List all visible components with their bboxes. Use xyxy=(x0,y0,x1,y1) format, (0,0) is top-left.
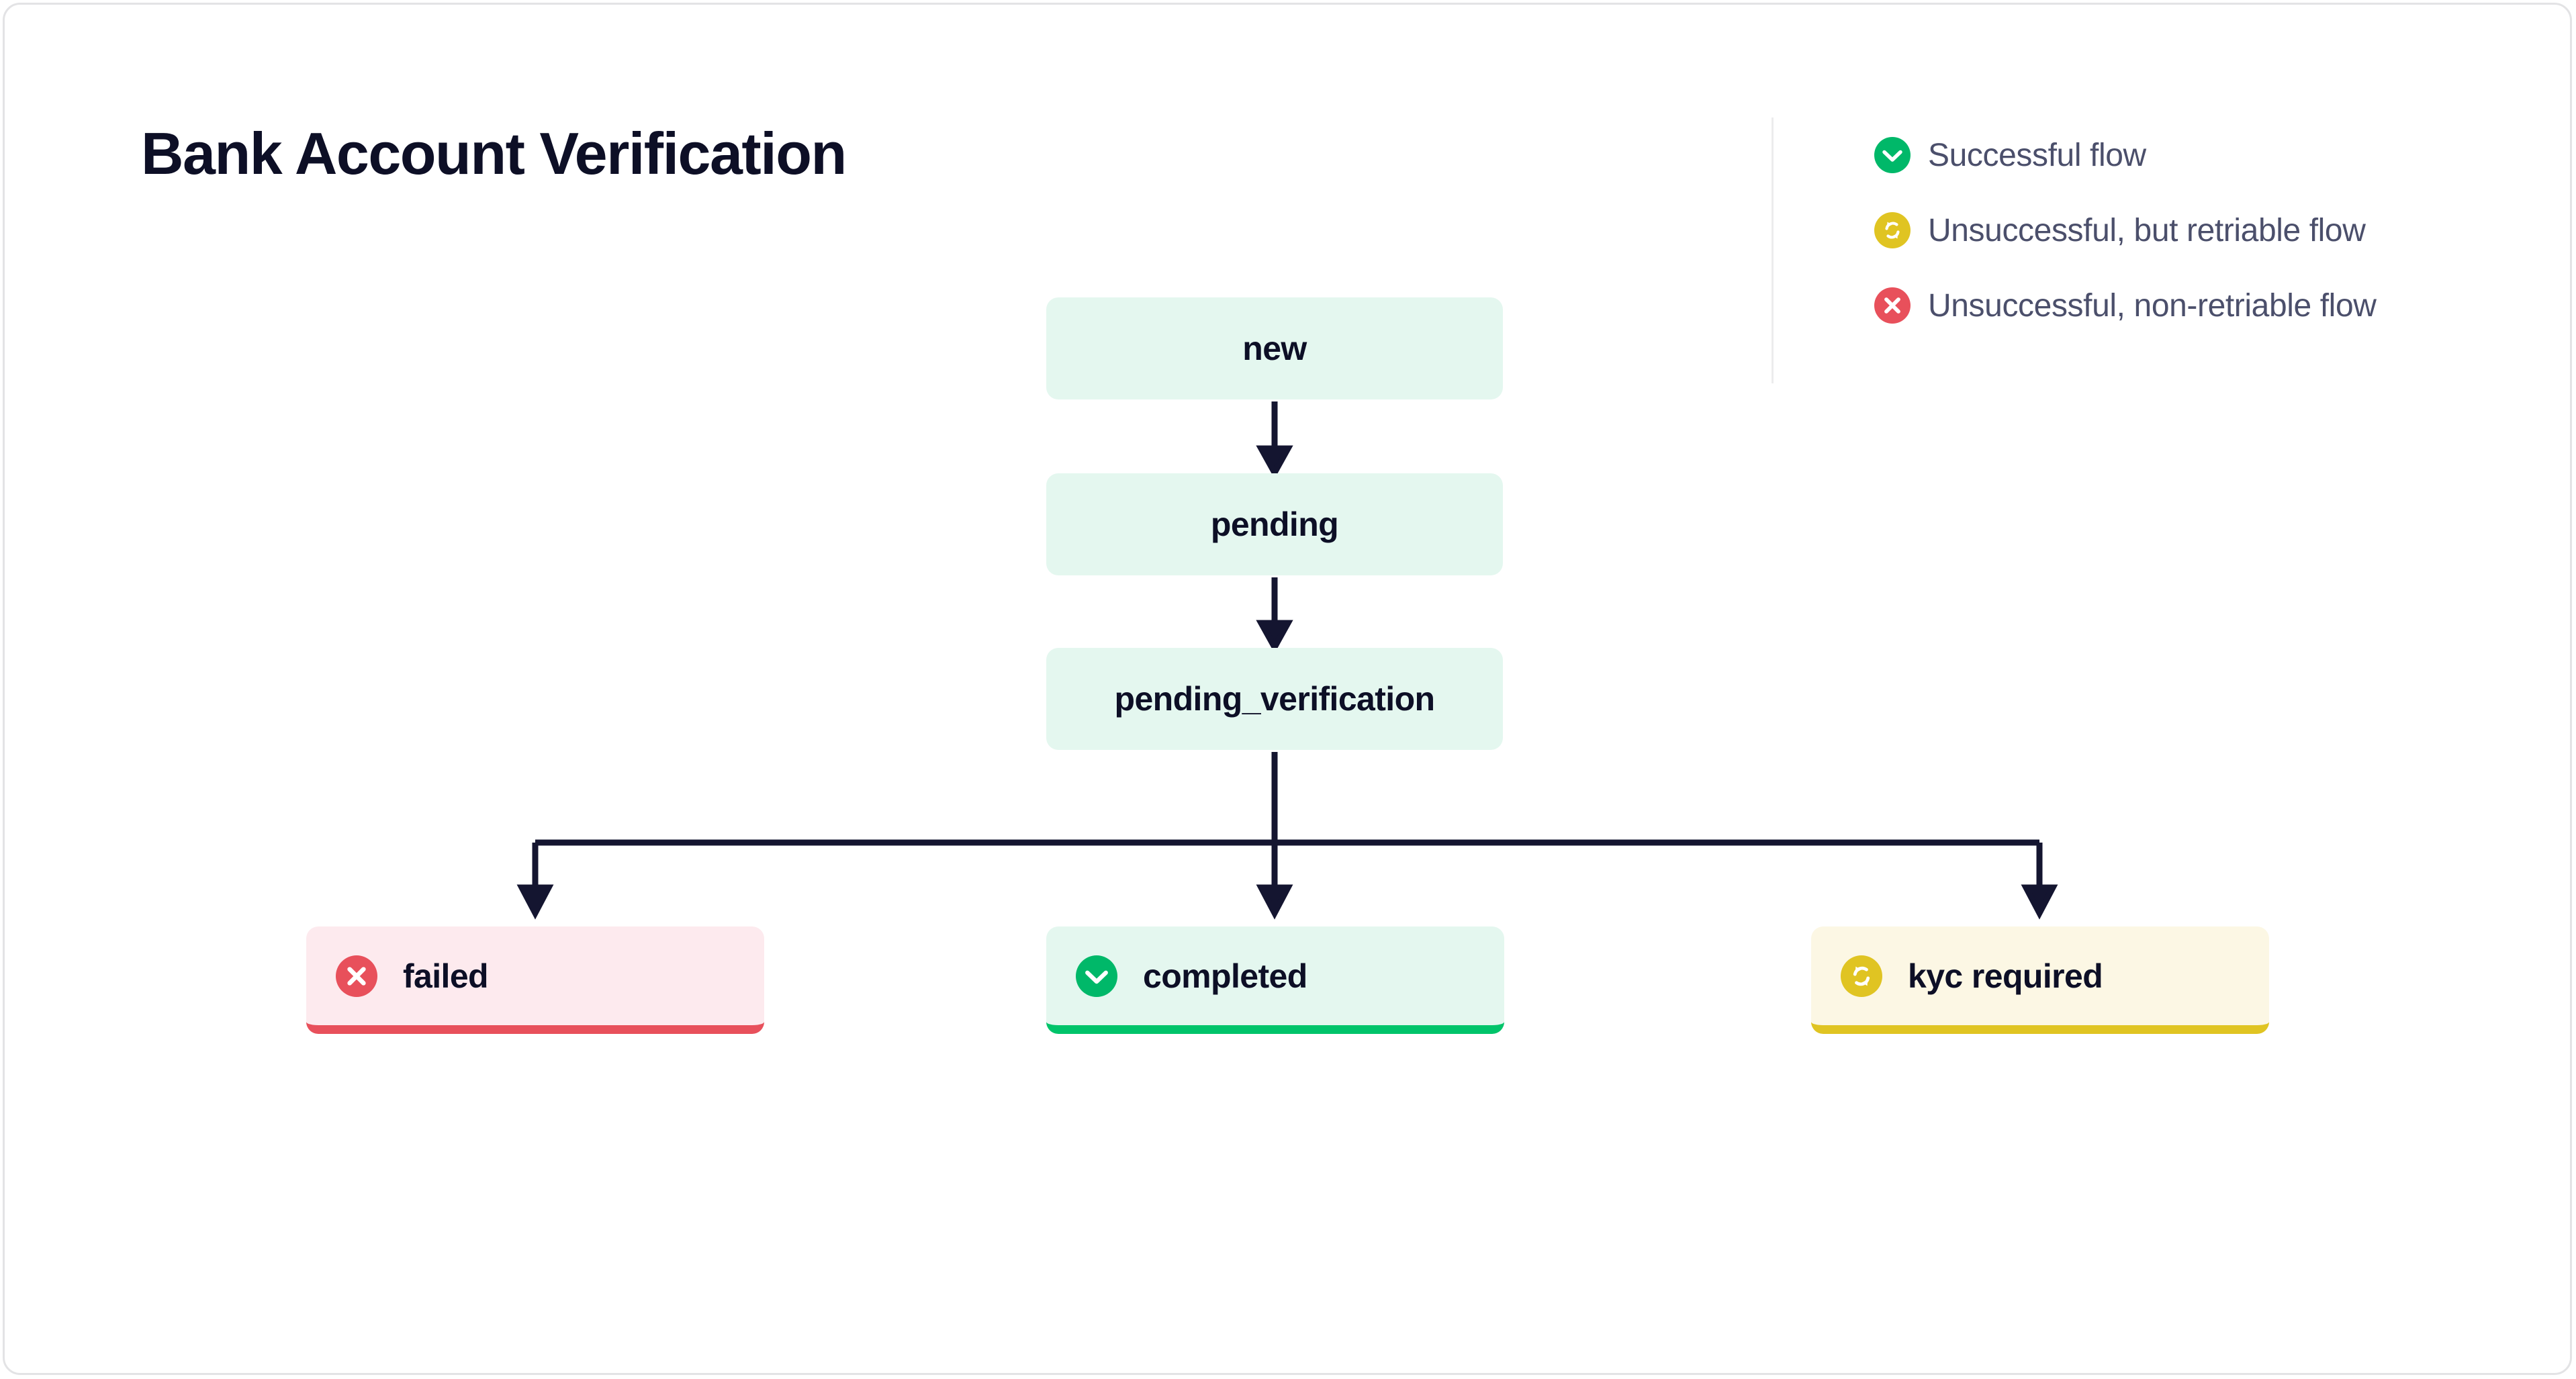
legend-item-non-retriable: Unsuccessful, non-retriable flow xyxy=(1874,268,2377,343)
flow-node-kyc-required[interactable]: kyc required xyxy=(1811,926,2269,1034)
flow-node-failed[interactable]: failed xyxy=(306,926,764,1034)
flow-node-label-failed: failed xyxy=(403,957,489,995)
page-title: Bank Account Verification xyxy=(141,120,847,187)
legend-label-retriable: Unsuccessful, but retriable flow xyxy=(1928,212,2366,248)
flow-node-label-new: new xyxy=(1242,330,1307,367)
flow-node-label-kyc-required: kyc required xyxy=(1908,957,2103,995)
legend-item-successful: Successful flow xyxy=(1874,117,2377,193)
flow-node-pending[interactable]: pending xyxy=(1046,473,1503,575)
legend: Successful flow Unsuccessful, but retria… xyxy=(1772,117,2377,383)
legend-item-retriable: Unsuccessful, but retriable flow xyxy=(1874,193,2377,268)
flow-node-label-completed: completed xyxy=(1143,957,1307,995)
flow-node-completed[interactable]: completed xyxy=(1046,926,1504,1034)
retry-circle-icon xyxy=(1874,212,1911,248)
flow-node-label-pending-verification: pending_verification xyxy=(1114,680,1436,718)
legend-label-successful: Successful flow xyxy=(1928,137,2146,173)
check-circle-icon xyxy=(1076,955,1117,997)
flow-node-pending-verification[interactable]: pending_verification xyxy=(1046,648,1503,750)
x-circle-icon xyxy=(336,955,377,997)
flow-node-new[interactable]: new xyxy=(1046,297,1503,399)
legend-label-non-retriable: Unsuccessful, non-retriable flow xyxy=(1928,287,2377,324)
check-circle-icon xyxy=(1874,137,1911,173)
x-circle-icon xyxy=(1874,287,1911,324)
flow-node-label-pending: pending xyxy=(1210,506,1339,543)
retry-circle-icon xyxy=(1841,955,1882,997)
